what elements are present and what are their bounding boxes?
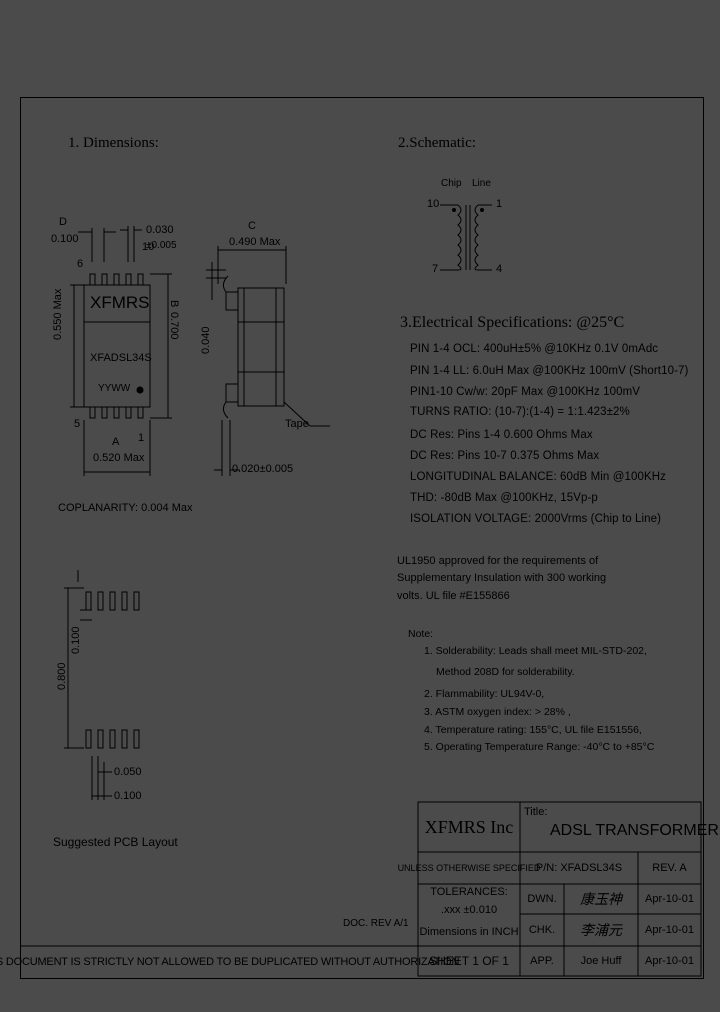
company-name: XFMRS Inc: [424, 816, 514, 837]
part-number: P/N: XFADSL34S: [535, 862, 623, 874]
pin-5-label: 5: [74, 418, 81, 430]
pin-10-label: 10: [142, 241, 155, 253]
drawing-frame: [20, 97, 704, 979]
ul-text-line: volts. UL file #E155866: [397, 590, 510, 602]
pcb-caption: Suggested PCB Layout: [53, 835, 178, 849]
dim-a-label: A: [112, 436, 120, 448]
dim-b-label: B: [168, 300, 180, 308]
spec-line: PIN 1-4 LL: 6.0uH Max @100KHz 100mV (Sho…: [410, 365, 689, 377]
sheet-number: SHEET 1 OF 1: [429, 954, 509, 968]
dim-b-value: 0.700: [168, 312, 180, 340]
note-item: 1. Solderability: Leads shall meet MIL-S…: [424, 645, 647, 657]
title-label: Title:: [524, 806, 548, 818]
app-name: Joe Huff: [580, 955, 622, 967]
electrical-spec-title: 3.Electrical Specifications: @25°C: [400, 314, 625, 331]
dim-d-value: 0.100: [51, 233, 79, 245]
note-item: 4. Temperature rating: 155°C, UL file E1…: [424, 724, 642, 736]
dimensions-in: Dimensions in INCH: [419, 926, 519, 938]
spec-line: DC Res: Pins 1-4 0.600 Ohms Max: [410, 429, 593, 441]
spec-line: LONGITUDINAL BALANCE: 60dB Min @100KHz: [410, 471, 666, 483]
pin-6-label: 6: [77, 258, 84, 270]
spec-line: PIN1-10 Cw/w: 20pF Max @100KHz 100mV: [410, 386, 641, 398]
dwn-label: DWN.: [527, 893, 557, 905]
spec-line: PIN 1-4 OCL: 400uH±5% @10KHz 0.1V 0mAdc: [410, 343, 659, 355]
dim-d-label: D: [59, 216, 67, 228]
coplanarity: COPLANARITY: 0.004 Max: [58, 502, 193, 514]
spec-line: ISOLATION VOLTAGE: 2000Vrms (Chip to Lin…: [410, 513, 662, 525]
document-title: ADSL TRANSFORMER: [550, 822, 719, 839]
chip-part: XFADSL34S: [90, 352, 152, 364]
app-label: APP.: [530, 955, 554, 967]
note-item: 3. ASTM oxygen index: > 28% ,: [424, 706, 571, 718]
spec-line: DC Res: Pins 10-7 0.375 Ohms Max: [410, 450, 600, 462]
dim-a-value: 0.520 Max: [93, 452, 145, 464]
chip-date-code: YYWW: [98, 383, 131, 394]
schematic-pin-7: 7: [432, 263, 439, 275]
app-date: Apr-10-01: [645, 955, 694, 967]
note-item: 2. Flammability: UL94V-0,: [424, 688, 545, 700]
dim-side-height: 0.040: [200, 326, 212, 354]
notes-title: Note:: [408, 628, 434, 640]
schematic-title: 2.Schematic:: [398, 135, 476, 151]
dim-top-tol2: ±0.005: [146, 240, 177, 251]
chk-label: CHK.: [528, 924, 556, 936]
dim-c-label: C: [248, 220, 256, 232]
pcb-dim-0100: 0.100: [70, 626, 82, 654]
tolerances-label: TOLERANCES:: [430, 886, 508, 898]
doc-rev: DOC. REV A/1: [343, 918, 409, 929]
dimensions-title: 1. Dimensions:: [68, 135, 159, 151]
ul-text-line: UL1950 approved for the requirements of: [397, 555, 599, 567]
chk-date: Apr-10-01: [645, 924, 694, 936]
schematic-pin-4: 4: [496, 263, 503, 275]
chk-signature: 李浦元: [580, 924, 622, 939]
schematic-pin-10: 10: [427, 198, 440, 210]
ul-text-line: Supplementary Insulation with 300 workin…: [397, 572, 607, 584]
tolerance-value: .xxx ±0.010: [440, 904, 498, 916]
chip-brand: XFMRS: [90, 293, 150, 312]
dim-top-tol: 0.030: [146, 224, 174, 236]
spec-line: TURNS RATIO: (10-7):(1-4) = 1:1.423±2%: [410, 406, 630, 418]
note-item: 5. Operating Temperature Range: -40°C to…: [424, 741, 655, 753]
tape-label: Tape: [285, 418, 309, 430]
dwn-signature: 康玉神: [580, 893, 622, 908]
dim-lead-tol: 0.020±0.005: [232, 463, 294, 475]
dim-c-value: 0.490 Max: [229, 236, 281, 248]
disclaimer: THIS DOCUMENT IS STRICTLY NOT ALLOWED TO…: [0, 956, 460, 968]
pcb-dim-0800: 0.800: [56, 662, 68, 690]
revision: REV. A: [652, 862, 687, 874]
schematic-chip-label: Chip: [441, 178, 462, 189]
schematic-line-label: Line: [472, 178, 491, 189]
dwn-date: Apr-10-01: [645, 893, 694, 905]
pcb-dim-0050: 0.050: [114, 766, 142, 778]
schematic-pin-1: 1: [496, 198, 503, 210]
note-item: Method 208D for solderability.: [436, 666, 575, 678]
unless-specified: UNLESS OTHERWISE SPECIFIED: [397, 863, 541, 873]
spec-line: THD: -80dB Max @100KHz, 15Vp-p: [410, 492, 598, 504]
pcb-dim-0100b: 0.100: [114, 790, 142, 802]
dim-height: 0.550 Max: [52, 288, 64, 340]
pin-1-label: 1: [138, 432, 145, 444]
